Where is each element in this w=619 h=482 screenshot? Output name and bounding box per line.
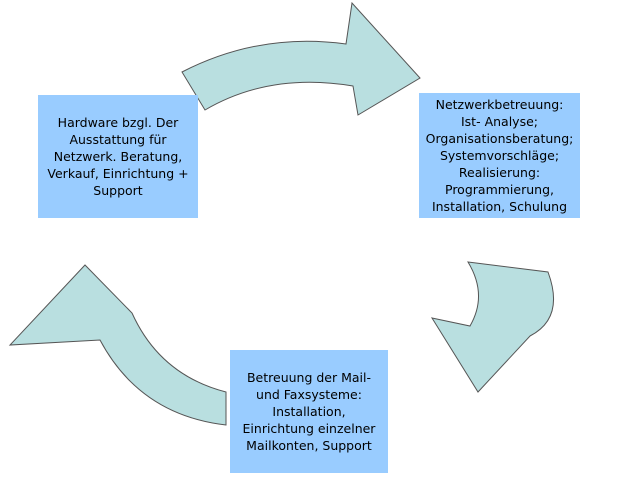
box-line: Systemvorschläge; bbox=[439, 148, 560, 163]
box-line: Ausstattung für bbox=[69, 132, 167, 147]
box-line: Ist- Analyse; bbox=[460, 114, 538, 129]
box-line: Realisierung: bbox=[458, 165, 541, 180]
box-line: Einrichtung einzelner bbox=[242, 421, 376, 436]
box-hardware: Hardware bzgl. Der Ausstattung für Netzw… bbox=[38, 95, 198, 218]
arrow-right bbox=[430, 261, 555, 393]
box-line: Verkauf, Einrichtung + bbox=[47, 166, 189, 181]
box-line: Betreuung der Mail- bbox=[246, 370, 372, 385]
box-line: Mailkonten, Support bbox=[246, 438, 372, 453]
arrow-top bbox=[181, 1, 421, 116]
box-line: Netzwerkbetreuung: bbox=[435, 97, 564, 112]
box-netzwerk: Netzwerkbetreuung: Ist- Analyse; Organis… bbox=[419, 93, 580, 218]
box-line: Support bbox=[93, 183, 143, 198]
box-line: Organisationsberatung; bbox=[425, 131, 574, 146]
box-line: Installation, Schulung bbox=[431, 199, 568, 214]
box-line: Hardware bzgl. Der bbox=[57, 115, 179, 130]
box-mail: Betreuung der Mail- und Faxsysteme: Inst… bbox=[230, 350, 388, 473]
box-line: Programmierung, bbox=[445, 182, 554, 197]
box-line: Installation, bbox=[272, 404, 346, 419]
arrow-left bbox=[8, 264, 227, 426]
box-line: Netzwerk. Beratung, bbox=[53, 149, 183, 164]
box-line: und Faxsysteme: bbox=[256, 387, 362, 402]
